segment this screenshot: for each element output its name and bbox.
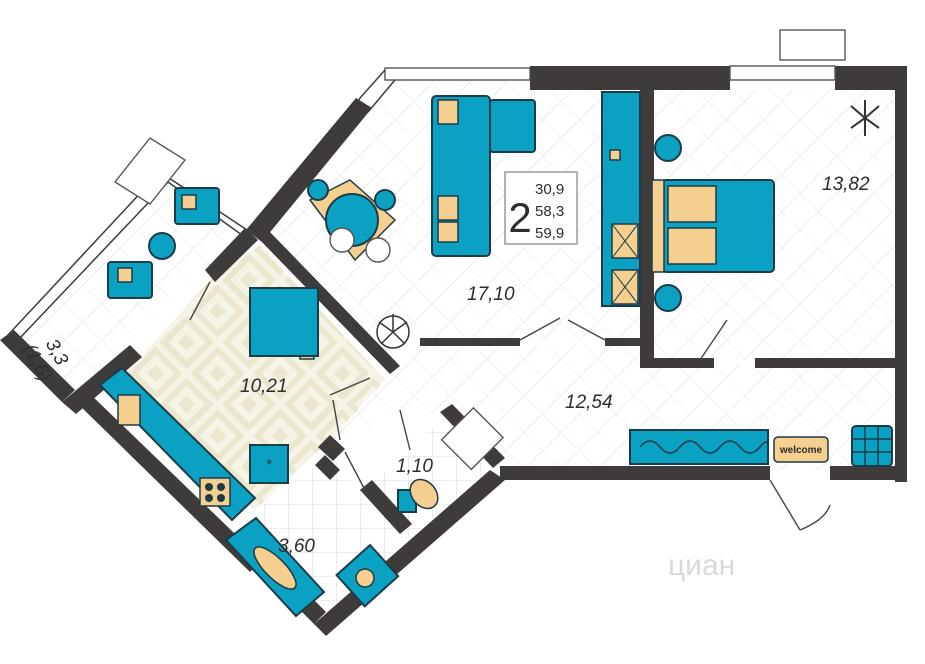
hall-bench — [629, 429, 769, 465]
windows — [7, 29, 846, 341]
doors — [189, 281, 831, 531]
apartment-info-box: 2 30,9 58,3 59,9 — [504, 171, 578, 245]
area-total-1: 58,3 — [535, 203, 564, 220]
stove-icon: * — [249, 444, 289, 484]
watermark: циан — [668, 549, 735, 582]
doormat: welcome — [773, 436, 829, 463]
living-room-area: 17,10 — [467, 284, 515, 305]
area-living: 30,9 — [535, 181, 564, 198]
bedroom-area: 13,82 — [822, 174, 870, 195]
plant-icon — [376, 314, 410, 349]
washing-machine — [440, 406, 505, 471]
hall-area: 12,54 — [565, 392, 613, 413]
wardrobe — [601, 91, 641, 307]
sink-icon — [335, 543, 400, 608]
area-total-2: 59,9 — [535, 225, 564, 242]
hall-shelf — [851, 425, 893, 467]
bed-icon — [651, 134, 775, 312]
plant-icon-bedroom — [850, 100, 880, 136]
rooms-count: 2 — [508, 194, 531, 241]
toilet-icon — [397, 478, 439, 513]
sofa-icon — [431, 95, 536, 257]
bathtub-icon — [224, 516, 326, 618]
kitchen-area: 10,21 — [240, 376, 288, 397]
bathroom-area: 3,60 — [278, 536, 315, 557]
doormat-text: welcome — [779, 445, 823, 456]
wc-area: 1,10 — [396, 456, 433, 477]
kitchen-table — [249, 287, 319, 360]
balcony-furniture — [107, 187, 220, 299]
svg-text:*: * — [266, 457, 272, 474]
living-table — [307, 179, 397, 263]
kitchen-counter — [98, 366, 257, 522]
